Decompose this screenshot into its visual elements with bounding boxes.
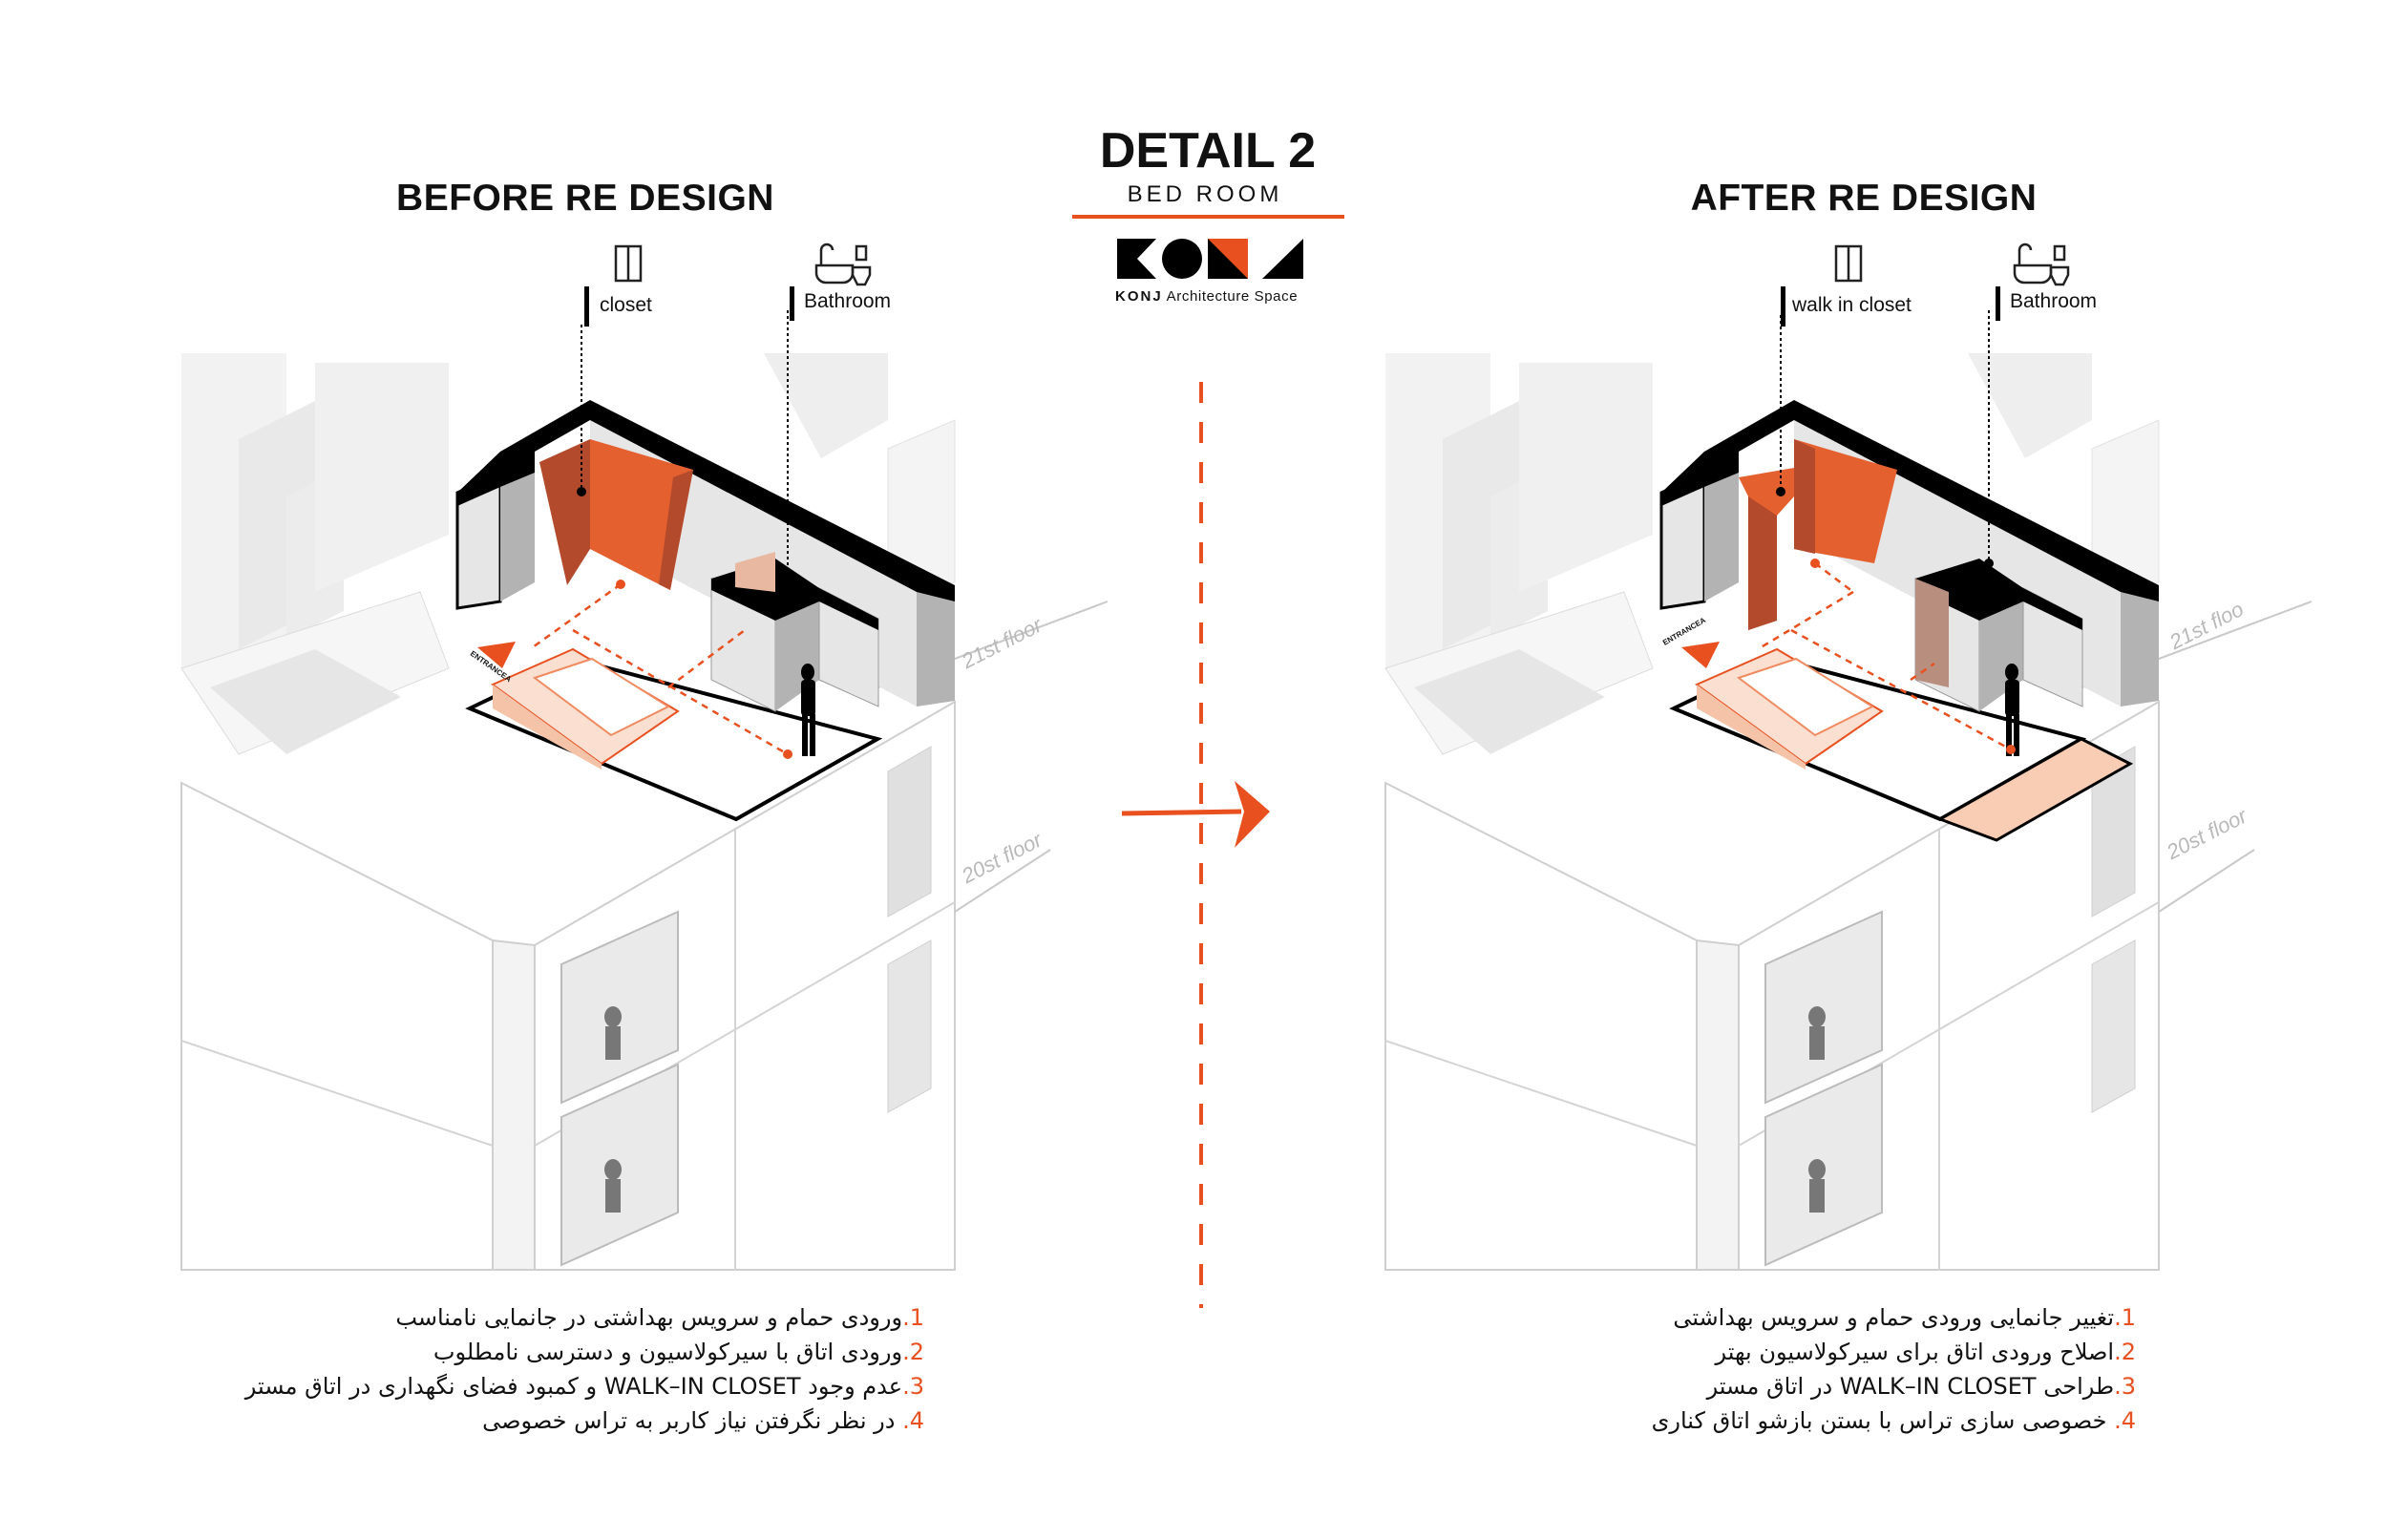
walk-in-closet-label: walk in closet [1792, 294, 1912, 316]
after-diagram [1384, 286, 2313, 1272]
detail-title: DETAIL 2 [1099, 123, 1317, 179]
note-item: 3.عدم وجود WALK–IN CLOSET و کمبود فضای ن… [244, 1373, 924, 1400]
konj-logo [1117, 239, 1303, 279]
after-notes: 1.تغییر جانمایی ورودی حمام و سرویس بهداش… [1652, 1300, 2136, 1438]
closet-icon [614, 244, 643, 283]
note-item: 2.اصلاح ورودی اتاق برای سیرکولاسیون بهتر [1715, 1339, 2136, 1365]
note-item: 2.ورودی اتاق با سیرکولاسیون و دسترسی نام… [433, 1339, 924, 1365]
note-item: 1.تغییر جانمایی ورودی حمام و سرویس بهداش… [1673, 1304, 2136, 1331]
before-notes: 1.ورودی حمام و سرویس بهداشتی در جانمایی … [245, 1300, 924, 1438]
arrow-right-icon [1235, 781, 1270, 848]
note-item: 3.طراحی WALK–IN CLOSET در اتاق مستر [1706, 1373, 2136, 1400]
bathroom-icon [814, 243, 872, 286]
walk-in-closet-icon [1834, 244, 1863, 283]
before-title: BEFORE RE DESIGN [396, 178, 774, 219]
arrow-shaft [1121, 809, 1242, 816]
closet-label: closet [600, 294, 652, 316]
note-item: 1.ورودی حمام و سرویس بهداشتی در جانمایی … [395, 1304, 924, 1331]
bathroom-icon-after [2013, 243, 2070, 286]
private-terrace [1936, 737, 2134, 842]
after-title: AFTER RE DESIGN [1690, 178, 2038, 219]
header-rule [1072, 215, 1344, 219]
note-item: 4. خصوصی سازی تراس با بستن بازشو اتاق کن… [1651, 1407, 2136, 1434]
bathroom-label: Bathroom [804, 290, 892, 312]
detail-subtitle: BED ROOM [1127, 181, 1283, 207]
logo-text: KONJ Architecture Space [1115, 288, 1299, 305]
bathroom-label-after: Bathroom [2010, 290, 2098, 312]
note-item: 4. در نظر نگرفتن نیاز کاربر به تراس خصوص… [482, 1407, 924, 1434]
before-diagram [180, 286, 1109, 1272]
